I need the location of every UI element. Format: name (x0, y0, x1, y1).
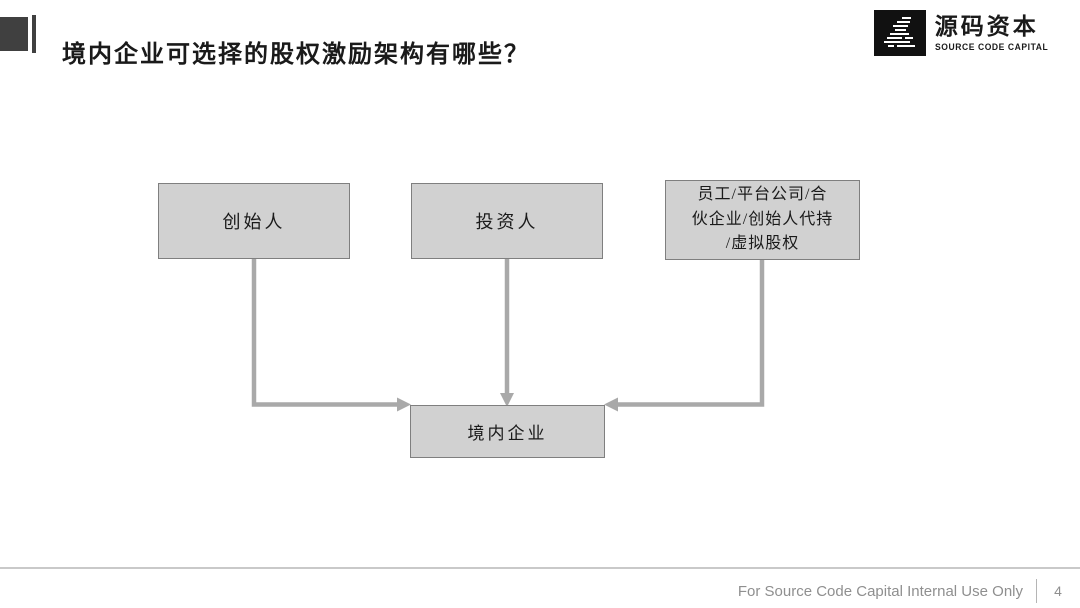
node-founder: 创始人 (158, 183, 350, 259)
logo-text: 源码资本 SOURCE CODE CAPITAL (934, 13, 1054, 52)
logo-glyph-icon (883, 17, 915, 47)
footer-page-divider (1036, 579, 1037, 603)
arrow-employee-to-domestic (616, 260, 765, 407)
node-employee-vehicles-label: 员工/平台公司/合 伙企业/创始人代持 /虚拟股权 (691, 185, 834, 253)
logo-name-cn: 源码资本 (934, 13, 1039, 40)
node-founder-label: 创始人 (222, 212, 286, 232)
arrowhead-left-icon (604, 397, 618, 412)
footer: For Source Code Capital Internal Use Onl… (738, 576, 1066, 606)
node-domestic-company-label: 境内企业 (467, 424, 548, 443)
footer-text: For Source Code Capital Internal Use Onl… (737, 582, 1023, 600)
arrow-founder-to-domestic (251, 259, 399, 407)
title-marker-square (0, 17, 28, 51)
page-title: 境内企业可选择的股权激励架构有哪些？ (62, 42, 530, 69)
arrowhead-right-icon (397, 397, 411, 412)
page-number: 4 (1054, 583, 1062, 599)
title-marker-bar (32, 15, 36, 53)
logo-mark-icon (873, 10, 926, 56)
node-employee-vehicles: 员工/平台公司/合 伙企业/创始人代持 /虚拟股权 (665, 180, 860, 260)
node-investor-label: 投资人 (475, 212, 539, 232)
node-investor: 投资人 (411, 183, 603, 259)
company-logo: 源码资本 SOURCE CODE CAPITAL (873, 10, 1054, 56)
footer-divider-line (0, 567, 1080, 569)
logo-name-en: SOURCE CODE CAPITAL (934, 41, 1049, 52)
node-domestic-company: 境内企业 (410, 405, 605, 458)
